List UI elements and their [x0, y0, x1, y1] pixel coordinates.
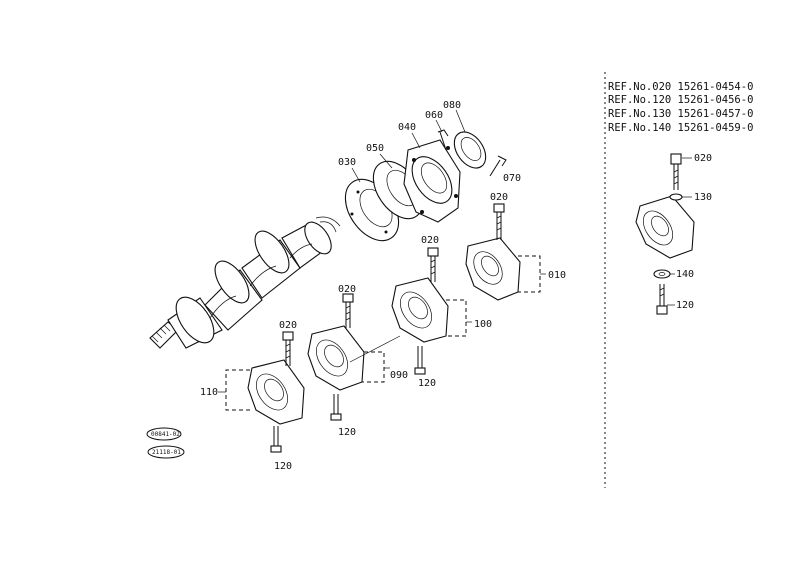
callout-040: 040: [398, 122, 416, 133]
callout-060: 060: [425, 110, 443, 121]
callout-020: 020: [490, 192, 508, 203]
reference-line: REF.No.140 15261-0459-0: [608, 122, 753, 134]
callout-080: 080: [443, 100, 461, 111]
bearing-case-110: [218, 331, 305, 453]
bearing-case-090: [307, 293, 401, 421]
stamp-text: 00841-02: [151, 431, 180, 438]
stamp-group: 00841-02 21118-01: [146, 427, 185, 459]
reference-line: REF.No.120 15261-0456-0: [608, 94, 753, 106]
callout-110: 110: [200, 387, 218, 398]
callout-010: 010: [548, 270, 566, 281]
callout-100: 100: [474, 319, 492, 330]
callout-030: 030: [338, 157, 356, 168]
detail-bearing-case: [635, 153, 695, 315]
stamp: [147, 445, 185, 459]
callout-130-detail: 130: [694, 192, 712, 203]
crankshaft: [149, 216, 341, 349]
reference-line: REF.No.020 15261-0454-0: [608, 81, 753, 93]
callout-140-detail: 140: [676, 269, 694, 280]
callout-labels: 080 060 040 050 030 070 020 020 020 020 …: [200, 100, 712, 472]
bearing-case-010: [465, 203, 546, 301]
callout-120: 120: [338, 427, 356, 438]
callout-120-detail: 120: [676, 300, 694, 311]
stamp: [146, 427, 182, 441]
callout-120: 120: [418, 378, 436, 389]
callout-120: 120: [274, 461, 292, 472]
callout-050: 050: [366, 143, 384, 154]
reference-list: REF.No.020 15261-0454-0 REF.No.120 15261…: [608, 81, 753, 134]
bearing-case-100: [391, 247, 472, 375]
callout-020: 020: [421, 235, 439, 246]
oil-seal-case-assembly: [344, 129, 507, 242]
callout-090: 090: [390, 370, 408, 381]
callout-020: 020: [279, 320, 297, 331]
reference-line: REF.No.130 15261-0457-0: [608, 108, 753, 120]
callout-070: 070: [503, 173, 521, 184]
callout-020-detail: 020: [694, 153, 712, 164]
stamp-text: 21118-01: [152, 449, 181, 456]
callout-020: 020: [338, 284, 356, 295]
